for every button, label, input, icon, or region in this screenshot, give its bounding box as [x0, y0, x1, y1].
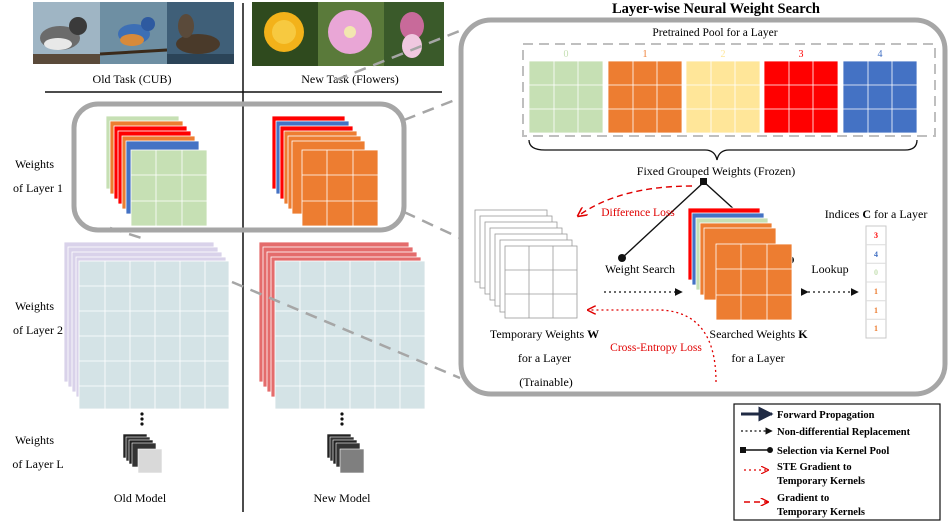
- searched-weights-front-kernel: [715, 243, 793, 321]
- fixed-grouped-weights-label: Fixed Grouped Weights (Frozen): [637, 164, 795, 178]
- pool-kernel-1: [607, 60, 683, 134]
- legend-gradient-label: Gradient to Temporary Kernels: [777, 493, 865, 518]
- temporary-weights-stack: [474, 209, 578, 319]
- pool-label: Pretrained Pool for a Layer: [652, 27, 777, 39]
- new-model-label: New Model: [314, 491, 372, 505]
- bird-photo-icon: [167, 2, 234, 64]
- layer1-label: Weights of Layer 1: [13, 157, 63, 195]
- pool-indices: 0 1 2 3 4: [564, 49, 883, 60]
- layer2-new-front-kernel: [274, 260, 426, 410]
- bird-photo-icon: [33, 2, 100, 64]
- pool-kernel-3: [763, 60, 839, 134]
- difference-loss-label: Difference Loss: [601, 207, 675, 219]
- layer1-new-stack: [271, 115, 379, 227]
- new-model-ellipsis: [340, 412, 344, 426]
- index-cell-4: 1: [874, 306, 878, 315]
- pool-index-4: 4: [878, 49, 883, 60]
- searched-weights-label: Searched Weights K for a Layer: [709, 327, 810, 365]
- layer1-new-front-kernel: [301, 149, 379, 227]
- cross-entropy-loss-label: Cross-Entropy Loss: [610, 342, 702, 354]
- layer1-frame: [71, 101, 407, 233]
- layer2-old-stack: [63, 241, 230, 410]
- legend-selection-swatch: [740, 447, 773, 453]
- new-task-label: New Task (Flowers): [301, 72, 399, 86]
- pool-dashed-frame: [522, 43, 936, 137]
- index-cell-1: 4: [874, 250, 878, 259]
- index-cell-5: 1: [874, 324, 878, 333]
- index-cell-3: 1: [874, 287, 878, 296]
- layer1-old-front-kernel: [130, 149, 208, 227]
- flower-photo-icon: [384, 2, 444, 66]
- layerL-old-stack: [122, 433, 163, 474]
- weight-search-label: Weight Search: [605, 262, 675, 276]
- old-model-ellipsis: [140, 412, 144, 426]
- ste-gradient-arrow: [588, 310, 717, 383]
- lookup-label: Lookup: [811, 262, 848, 276]
- zoom-connector-lines: [109, 28, 463, 380]
- zoom-panel-frame: [458, 17, 948, 397]
- layer2-label: Weights of Layer 2: [13, 299, 63, 337]
- layerL-new-stack: [326, 433, 365, 474]
- pool-index-3: 3: [799, 49, 804, 60]
- legend-selection-label: Selection via Kernel Pool: [777, 446, 889, 457]
- searched-weights-stack: [687, 207, 793, 321]
- diagram-title: Layer-wise Neural Weight Search: [612, 1, 820, 17]
- indices-column: 3 4 0 1 1 1: [865, 225, 887, 339]
- temporary-weights-front-kernel: [504, 245, 578, 319]
- old-model-label: Old Model: [114, 491, 167, 505]
- layerL-label: Weights of Layer L: [12, 433, 63, 471]
- bird-photo-icon: [99, 2, 168, 64]
- weight-search-node: [618, 254, 626, 262]
- old-task-photos: [33, 2, 234, 64]
- index-cell-0: 3: [874, 231, 878, 240]
- difference-loss-arrow: [578, 185, 693, 216]
- legend-forward-label: Forward Propagation: [777, 410, 875, 421]
- layer1-old-stack: [105, 115, 208, 227]
- legend-ste-label: STE Gradient to Temporary Kernels: [777, 462, 865, 487]
- pool-index-2: 2: [721, 49, 726, 60]
- indices-label: Indices C for a Layer: [825, 207, 928, 221]
- flower-photo-icon: [318, 2, 384, 66]
- pool-kernel-2: [685, 60, 761, 134]
- pool-index-1: 1: [643, 49, 648, 60]
- pool-kernel-4: [842, 60, 918, 134]
- selection-node-square: [700, 178, 707, 185]
- flower-photo-icon: [252, 2, 318, 66]
- pool-kernel-0: [528, 60, 604, 134]
- new-task-photos: [252, 2, 444, 66]
- index-cell-2: 0: [874, 268, 878, 277]
- legend-nondiff-label: Non-differential Replacement: [777, 427, 911, 438]
- layer2-new-stack: [258, 241, 426, 410]
- old-task-label: Old Task (CUB): [93, 72, 172, 86]
- pool-index-0: 0: [564, 49, 569, 60]
- pool-brace: [528, 139, 918, 161]
- layer2-old-front-kernel: [78, 260, 230, 410]
- legend: Forward Propagation Non-differential Rep…: [733, 403, 941, 521]
- temporary-weights-label: Temporary Weights W for a Layer (Trainab…: [490, 327, 602, 389]
